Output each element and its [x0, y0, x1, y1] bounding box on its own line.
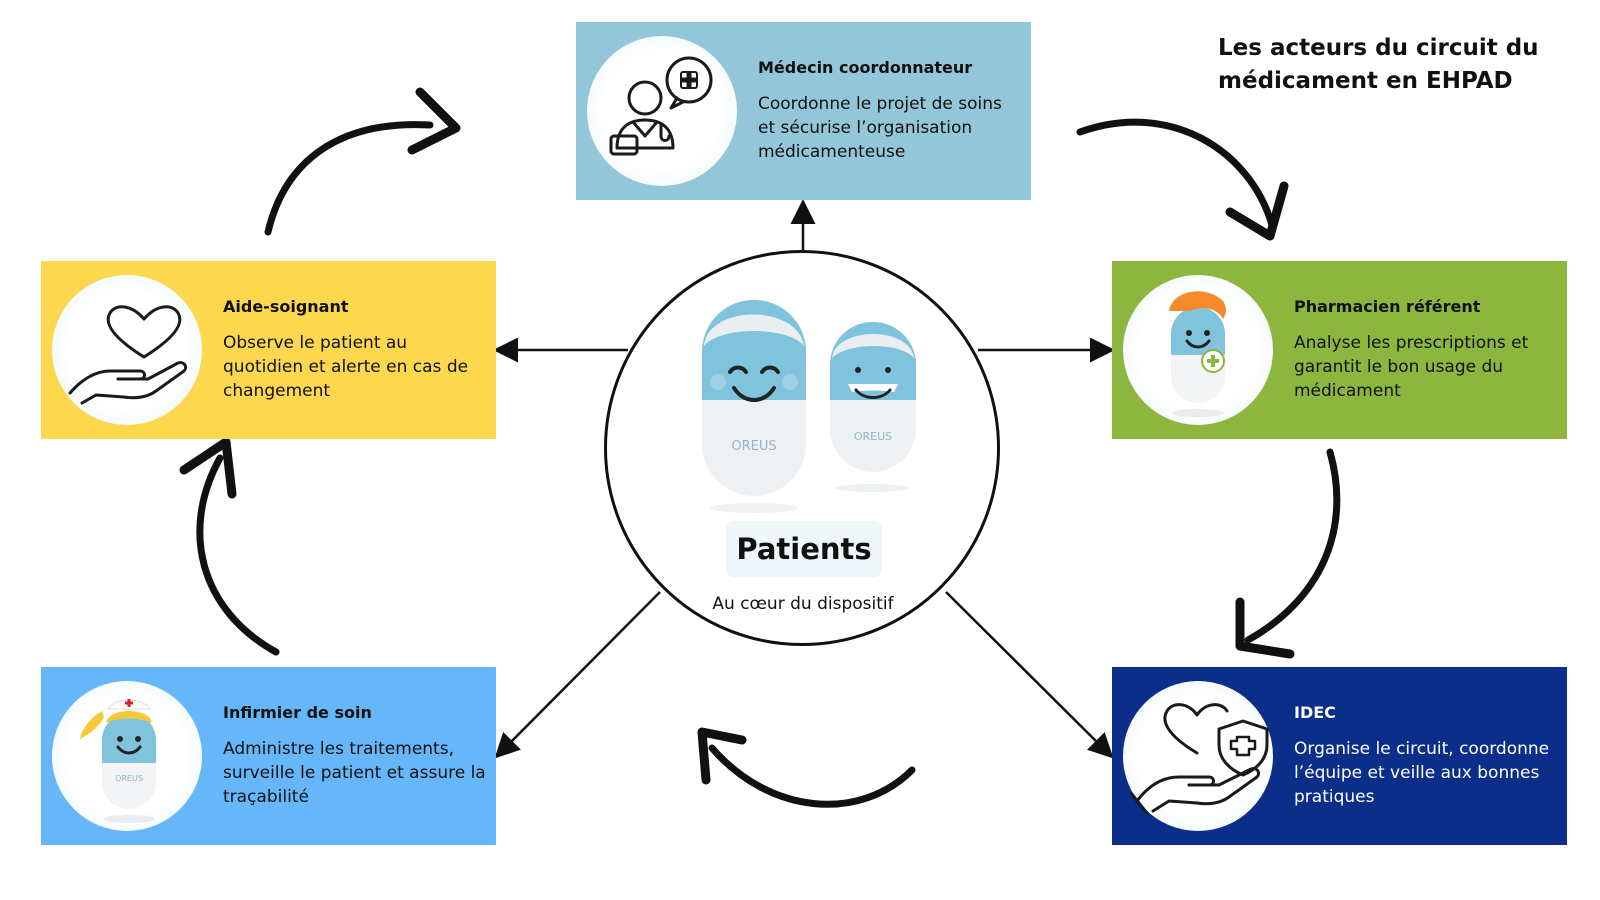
- brand-mark-right: OREUS: [854, 430, 892, 443]
- cycle-arrow-medecin-to-pharma: [1076, 118, 1289, 241]
- card-medecin-coordonnateur: Médecin coordonnateur Coordonne le proje…: [576, 22, 1031, 200]
- card-pharmacien-referent: Pharmacien référent Analyse les prescrip…: [1112, 261, 1567, 439]
- card-idec: IDEC Organise le circuit, coordonne l’éq…: [1112, 667, 1567, 845]
- cycle-arrow-idec-to-infirmier: [697, 727, 916, 808]
- brand-mark: OREUS: [115, 774, 143, 783]
- card-title: Médecin coordonnateur: [758, 58, 973, 77]
- card-infirmier-de-soin: OREUS Infirmier de soin Administre les t…: [41, 667, 496, 845]
- pharmacist-pill-icon: [1123, 275, 1273, 425]
- connector-to-infirmier: [494, 591, 661, 759]
- doctor-icon: [587, 36, 737, 186]
- card-description: Organise le circuit, coordonne l’équipe …: [1294, 739, 1550, 807]
- patients-pills-icon: OREUS OREUS: [702, 300, 916, 513]
- card-description: Observe le patient au quotidien et alert…: [223, 333, 469, 401]
- card-aide-soignant: Aide-soignant Observe le patient au quot…: [41, 261, 496, 439]
- connector-to-idec: [945, 591, 1114, 759]
- card-title: IDEC: [1294, 703, 1336, 722]
- card-description: Administre les traitements, surveille le…: [223, 739, 486, 807]
- heart-hand-icon: [52, 275, 202, 425]
- cycle-arrow-aide-to-medecin: [264, 87, 461, 236]
- patients-subtitle: Au cœur du dispositif: [712, 594, 894, 614]
- nurse-pill-icon: OREUS: [52, 681, 202, 831]
- card-title: Pharmacien référent: [1294, 297, 1481, 316]
- patients-circle: OREUS OREUS: [604, 250, 1000, 646]
- card-title: Aide-soignant: [223, 297, 349, 316]
- page-title: Les acteurs du circuit du médicament en …: [1218, 35, 1539, 94]
- shield-heart-hand-icon: [1123, 681, 1273, 831]
- card-description: Coordonne le projet de soins et sécurise…: [758, 94, 1002, 162]
- card-title: Infirmier de soin: [223, 703, 372, 722]
- patients-label: Patients: [726, 521, 882, 577]
- card-description: Analyse les prescriptions et garantit le…: [1294, 333, 1529, 401]
- cycle-arrow-infirmier-to-aide: [179, 437, 280, 656]
- brand-mark-left: OREUS: [731, 439, 776, 454]
- cycle-arrow-pharma-to-idec: [1235, 448, 1341, 659]
